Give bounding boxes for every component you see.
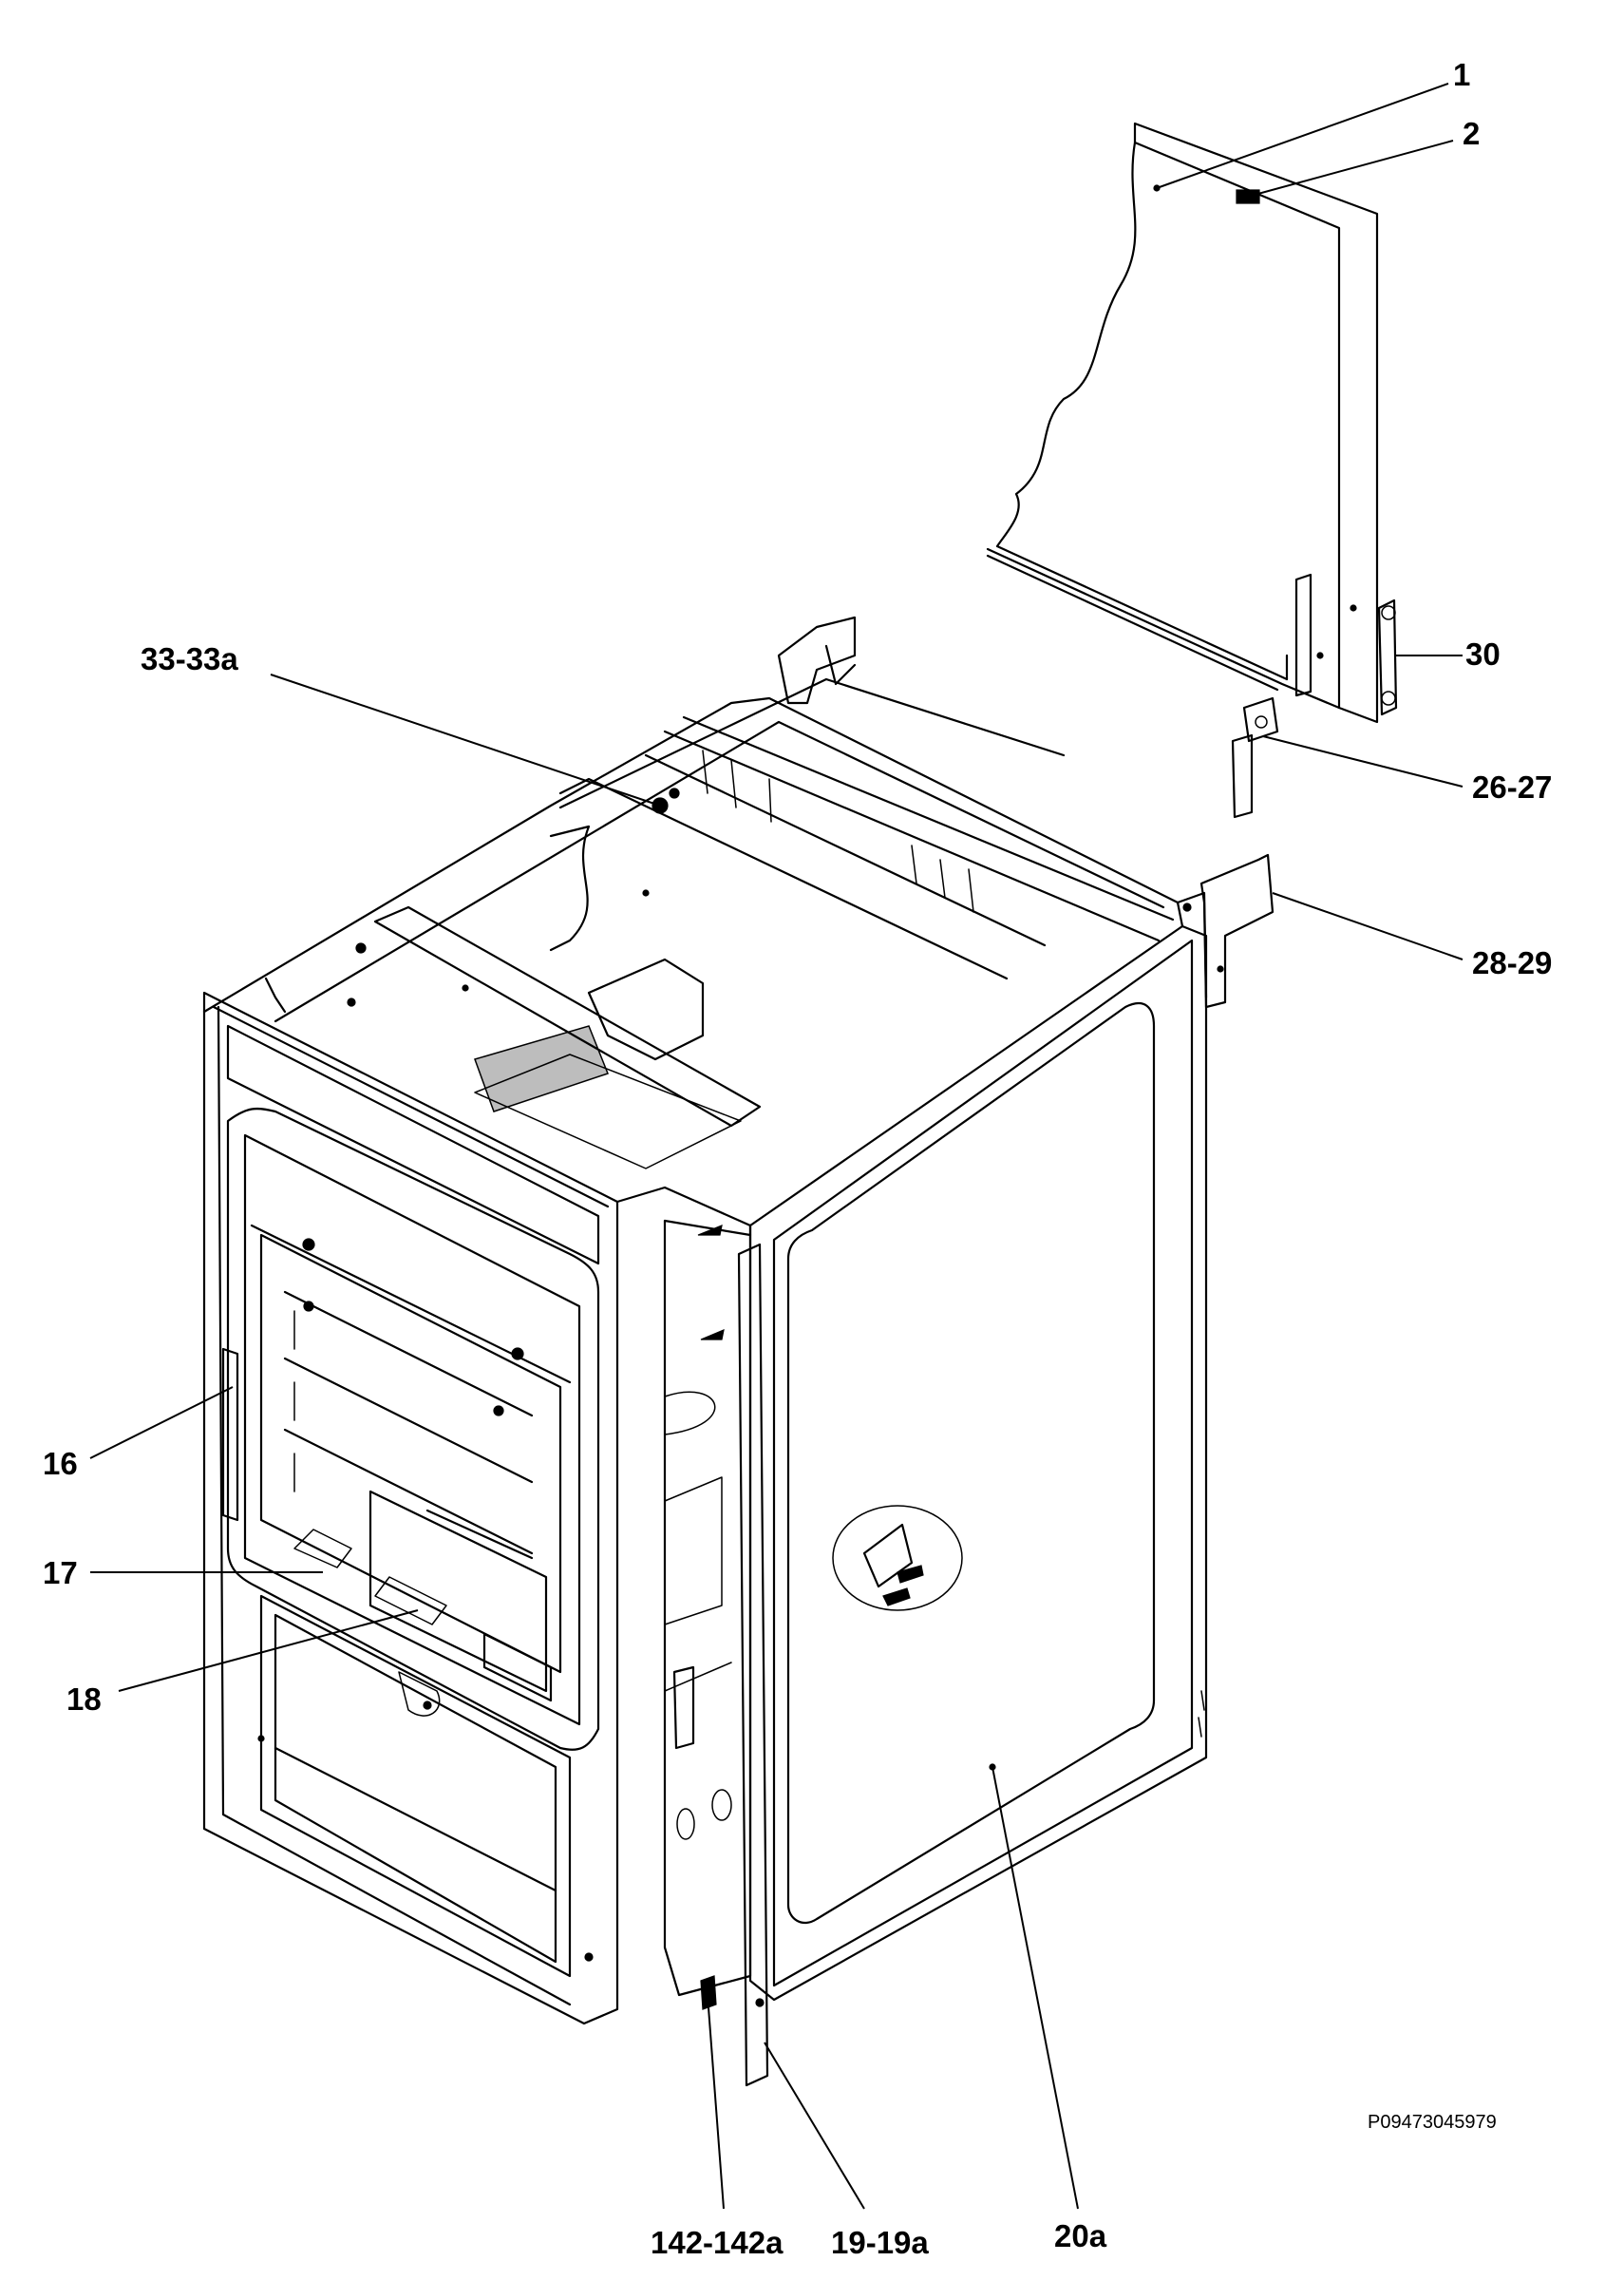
- leader-26-27: [1262, 735, 1463, 788]
- callout-30: 30: [1465, 636, 1501, 672]
- callout-16: 16: [43, 1446, 78, 1481]
- callout-labels: 1 2 30 26-27 28-29 33-33a 16 17 18 142-1…: [43, 57, 1552, 2260]
- leader-lines: [89, 83, 1463, 2210]
- callout-20a: 20a: [1054, 2218, 1107, 2253]
- callout-17: 17: [43, 1555, 78, 1590]
- leader-2: [1243, 140, 1454, 199]
- leader-19-19a: [764, 2042, 865, 2210]
- leader-18: [118, 1609, 419, 1692]
- leader-20a: [991, 1766, 1079, 2210]
- leader-33-33a: [270, 674, 661, 807]
- leader-1: [1156, 83, 1449, 189]
- callout-19-19a: 19-19a: [831, 2225, 929, 2260]
- drawing-number: P09473045979: [1368, 2112, 1497, 2133]
- callout-1: 1: [1453, 57, 1470, 92]
- leader-142-142a: [707, 1994, 725, 2210]
- top-panel-part: [986, 122, 1398, 724]
- callout-26-27: 26-27: [1472, 770, 1552, 805]
- callout-28-29: 28-29: [1472, 945, 1552, 980]
- leader-16: [89, 1386, 234, 1459]
- callout-18: 18: [66, 1682, 102, 1717]
- callout-2: 2: [1463, 116, 1480, 151]
- callout-142-142a: 142-142a: [651, 2225, 784, 2260]
- oven-cabinet: [202, 616, 1208, 2087]
- callout-33-33a: 33-33a: [141, 641, 238, 676]
- leader-28-29: [1272, 892, 1463, 960]
